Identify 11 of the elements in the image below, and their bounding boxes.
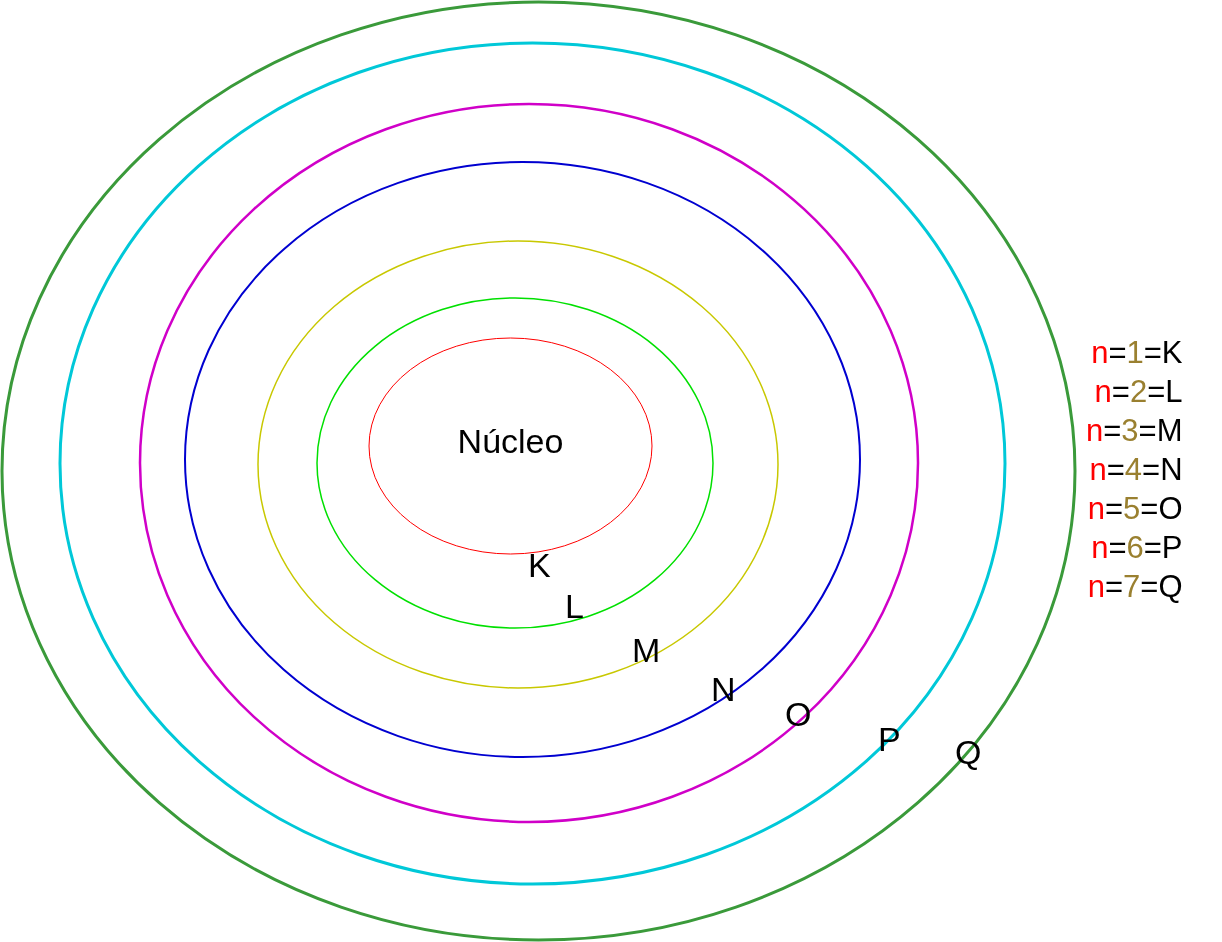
nucleus-label: Núcleo [457, 424, 564, 458]
shell-notation: n=3=M [1086, 414, 1183, 448]
shell-notation: n=2=L [1094, 375, 1183, 409]
shell-letter: N [711, 672, 736, 706]
shell-notation: n=1=K [1091, 336, 1183, 370]
shell-notation: n=5=O [1087, 492, 1183, 526]
shell-notation: n=7=Q [1087, 570, 1183, 604]
shell-letter: K [528, 548, 551, 582]
shell-letter: L [565, 589, 584, 623]
shell-notation: n=4=N [1089, 453, 1183, 487]
shell-notation: n=6=P [1091, 531, 1183, 565]
